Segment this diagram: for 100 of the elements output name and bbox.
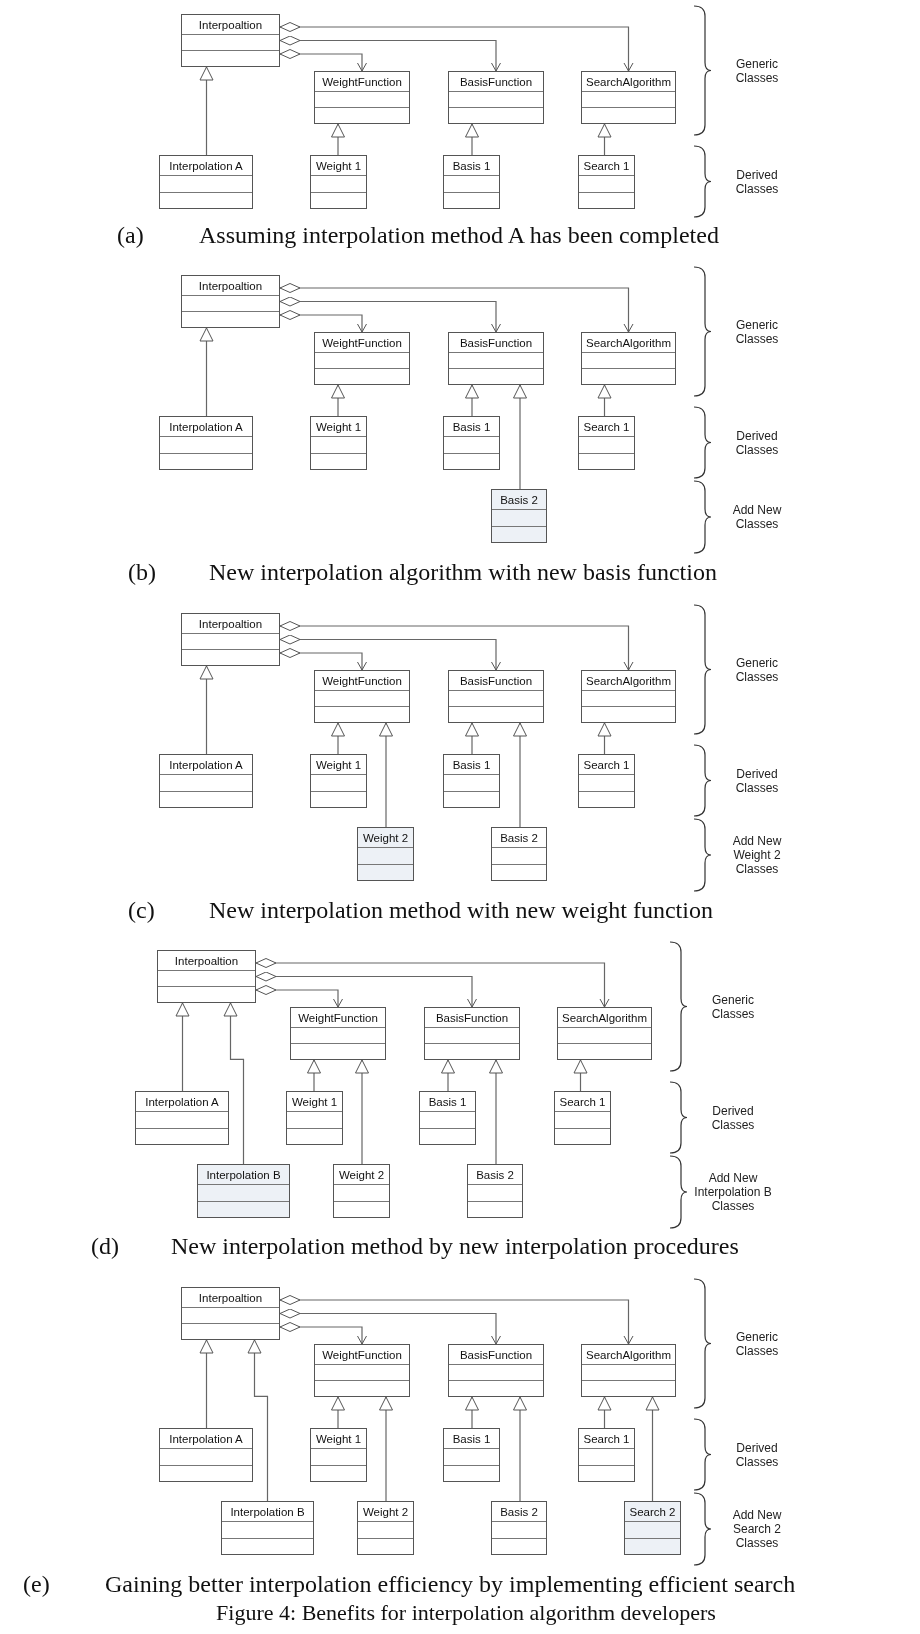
class-name: SearchAlgorithm <box>562 1011 647 1024</box>
class-name: Interpolation A <box>169 159 243 172</box>
class-box <box>581 332 676 385</box>
brace-label: Generic Classes <box>710 992 756 1021</box>
class-box <box>159 416 253 470</box>
class-name: Basis 2 <box>500 1505 538 1518</box>
class-name: Interpolation A <box>169 1432 243 1445</box>
brace-label: Generic Classes <box>734 317 780 346</box>
class-box <box>314 71 410 124</box>
inheritance-arrow <box>465 722 479 755</box>
class-name: Search 1 <box>583 420 630 433</box>
class-name: Interpolation B <box>206 1168 281 1181</box>
class-name: Search 2 <box>629 1505 676 1518</box>
inheritance-arrow <box>355 1059 369 1165</box>
aggregation-arrow <box>279 310 367 333</box>
aggregation-arrow <box>279 296 501 333</box>
inheritance-arrow <box>379 1396 393 1502</box>
inheritance-arrow <box>379 722 393 828</box>
class-box <box>491 827 547 881</box>
brace-label: Derived Classes <box>710 1103 756 1132</box>
class-name: WeightFunction <box>322 336 402 349</box>
aggregation-arrow <box>279 648 367 671</box>
inheritance-arrow <box>645 1396 660 1502</box>
class-box <box>181 275 280 328</box>
class-box <box>197 1164 290 1218</box>
class-name: Basis 2 <box>476 1168 514 1181</box>
class-name: WeightFunction <box>322 674 402 687</box>
class-name: WeightFunction <box>322 75 402 88</box>
class-name: Interpoaltion <box>198 18 263 31</box>
inheritance-arrow <box>199 665 214 755</box>
class-box <box>578 754 635 808</box>
panel-label: (d) <box>91 1232 119 1260</box>
inheritance-arrow <box>597 1396 612 1429</box>
class-name: BasisFunction <box>459 75 533 88</box>
panel-label: (b) <box>128 558 156 586</box>
class-name: Basis 2 <box>500 831 538 844</box>
inheritance-arrow <box>513 722 527 828</box>
class-name: SearchAlgorithm <box>586 336 671 349</box>
class-name: BasisFunction <box>459 336 533 349</box>
class-box <box>181 613 280 666</box>
class-box <box>581 71 676 124</box>
class-name: Weight 1 <box>315 1432 362 1445</box>
brace-label: Derived Classes <box>734 766 780 795</box>
aggregation-arrow <box>279 621 634 671</box>
inheritance-arrow <box>465 384 479 417</box>
class-name: Weight 2 <box>362 1505 409 1518</box>
aggregation-arrow <box>255 958 610 1008</box>
class-box <box>467 1164 523 1218</box>
class-box <box>181 14 280 67</box>
inheritance-arrow <box>489 1059 503 1165</box>
class-box <box>135 1091 229 1145</box>
aggregation-arrow <box>279 22 634 72</box>
brace-label: Add New Weight 2 Classes <box>731 834 783 876</box>
class-box <box>581 1344 676 1397</box>
inheritance-arrow <box>331 722 345 755</box>
class-box <box>310 416 367 470</box>
class-name: SearchAlgorithm <box>586 75 671 88</box>
class-box <box>491 1501 547 1555</box>
class-name: Interpolation A <box>169 758 243 771</box>
class-name: Basis 1 <box>452 1432 491 1445</box>
class-name: Interpolation B <box>230 1505 305 1518</box>
class-box <box>159 754 253 808</box>
figure-caption: Figure 4: Benefits for interpolation algorithm developers <box>216 1600 716 1626</box>
class-box <box>448 670 544 723</box>
panel-label: (c) <box>128 896 155 924</box>
inheritance-arrow <box>223 1002 245 1165</box>
class-name: Basis 1 <box>452 159 491 172</box>
class-name: BasisFunction <box>435 1011 509 1024</box>
inheritance-arrow <box>597 722 612 755</box>
class-box <box>443 416 500 470</box>
aggregation-arrow <box>255 985 343 1008</box>
class-box <box>554 1091 611 1145</box>
class-name: WeightFunction <box>322 1348 402 1361</box>
aggregation-arrow <box>279 634 501 671</box>
panel-caption: New interpolation method by new interpolation procedures <box>171 1232 739 1260</box>
panel-caption: Gaining better interpolation efficiency by implementing efficient search <box>105 1570 796 1598</box>
class-box <box>491 489 547 543</box>
inheritance-arrow <box>199 1339 214 1429</box>
class-name: SearchAlgorithm <box>586 1348 671 1361</box>
class-name: BasisFunction <box>459 1348 533 1361</box>
class-name: Interpoaltion <box>198 279 263 292</box>
class-name: Interpoaltion <box>198 617 263 630</box>
aggregation-arrow <box>279 1295 634 1345</box>
class-box <box>443 754 500 808</box>
aggregation-arrow <box>255 971 477 1008</box>
class-box <box>448 332 544 385</box>
inheritance-arrow <box>331 1396 345 1429</box>
inheritance-arrow <box>175 1002 190 1092</box>
class-name: WeightFunction <box>298 1011 378 1024</box>
brace-label: Generic Classes <box>734 655 780 684</box>
inheritance-arrow <box>597 384 612 417</box>
class-box <box>578 1428 635 1482</box>
brace-label: Add New Classes <box>731 503 783 531</box>
panel-caption: New interpolation method with new weight function <box>209 896 713 924</box>
class-box <box>448 1344 544 1397</box>
class-name: Weight 1 <box>315 420 362 433</box>
class-box <box>314 1344 410 1397</box>
class-name: Interpolation A <box>145 1095 219 1108</box>
class-box <box>624 1501 681 1555</box>
inheritance-arrow <box>597 123 612 156</box>
